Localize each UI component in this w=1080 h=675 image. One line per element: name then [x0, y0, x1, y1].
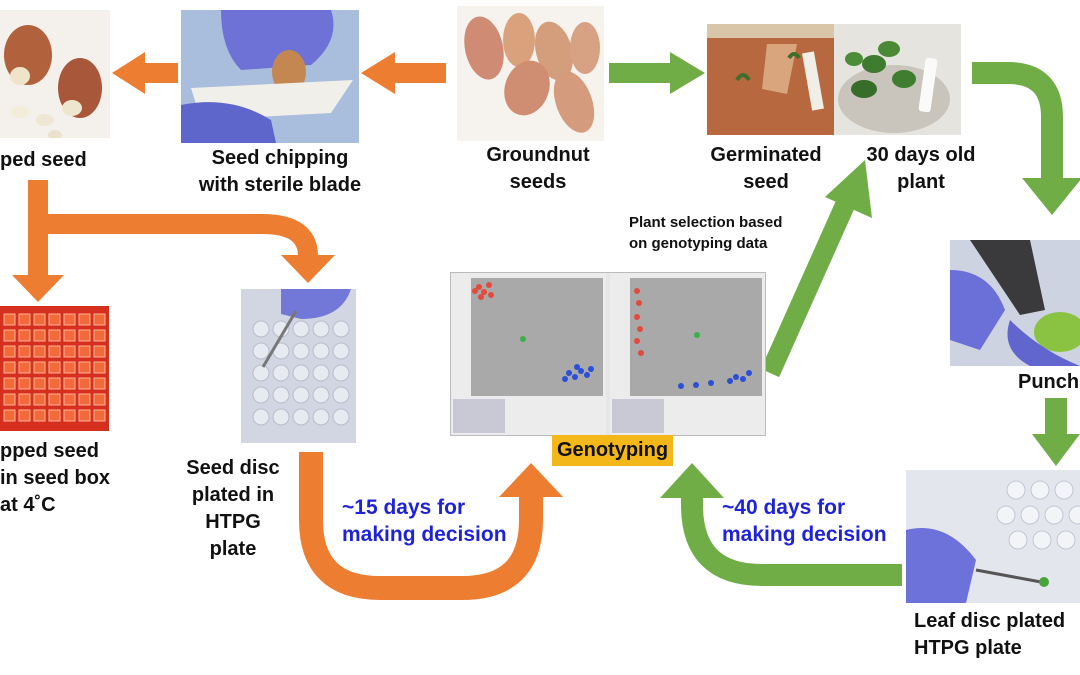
label-leaf-disc-plated: Leaf disc plated HTPG plate	[914, 608, 1080, 662]
seed-chipping-photo	[181, 10, 359, 143]
arrow-chipping-to-chipped-seed	[112, 52, 178, 94]
punch-photo	[950, 240, 1080, 366]
seed-disc-plate-photo	[241, 289, 356, 443]
arrow-leaf-disc-to-genotyping-head	[660, 463, 724, 498]
thirty-day-plant-photo	[834, 24, 961, 135]
label-plant-selection: Plant selection based on genotyping data	[629, 212, 829, 254]
arrow-seed-disc-to-genotyping-head	[499, 463, 563, 497]
arrow-chipped-seed-down-head	[12, 275, 64, 302]
arrow-chipped-seed-to-disc-head	[281, 255, 335, 283]
label-seed-chipping: Seed chipping with sterile blade	[180, 145, 380, 199]
label-chipped-seed: ped seed	[0, 147, 92, 174]
genotyping-badge: Genotyping	[552, 435, 673, 466]
label-seed-box: pped seed in seed box at 4˚C	[0, 438, 130, 519]
label-thirty-day-plant: 30 days old plant	[846, 142, 996, 196]
arrow-plant-to-punch-head	[1022, 178, 1080, 215]
groundnut-seeds-photo	[457, 6, 604, 141]
chipped-seed-photo	[0, 10, 110, 138]
arrow-punch-to-leaf-stem	[1045, 398, 1067, 436]
arrow-chipped-seed-to-disc	[38, 224, 308, 256]
label-punch: Punch	[1018, 369, 1080, 396]
germinated-seed-photo	[707, 24, 834, 135]
genotyping-plots	[450, 272, 766, 436]
leaf-disc-plate-photo	[906, 470, 1080, 603]
arrow-seeds-to-germinated	[609, 52, 705, 94]
arrow-seeds-to-chipping	[361, 52, 446, 94]
label-seed-disc-plated: Seed disc plated in HTPG plate	[168, 455, 298, 563]
label-groundnut-seeds: Groundnut seeds	[462, 142, 614, 196]
label-germinated-seed: Germinated seed	[696, 142, 836, 196]
arrow-punch-to-leaf-head	[1032, 434, 1080, 466]
label-seed-decision-time: ~15 days for making decision	[342, 494, 532, 548]
label-leaf-decision-time: ~40 days for making decision	[722, 494, 912, 548]
seed-box-photo	[0, 306, 109, 431]
